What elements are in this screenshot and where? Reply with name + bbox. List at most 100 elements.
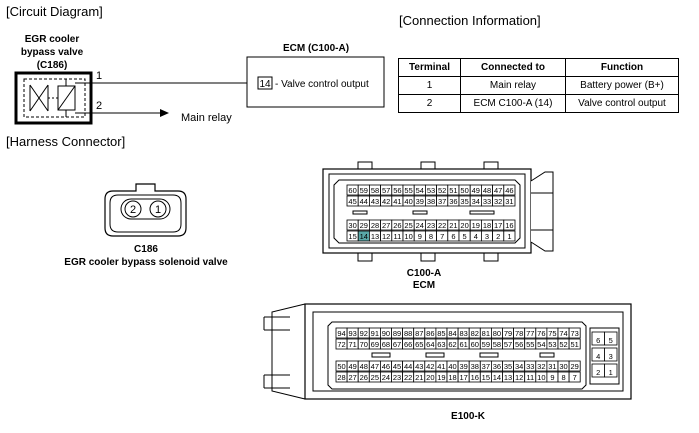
pin-number: 86 <box>426 329 434 338</box>
pin-number: 17 <box>459 373 467 382</box>
pin-number: 85 <box>437 329 445 338</box>
pin1-label: 1 <box>96 70 102 82</box>
pin-number: 80 <box>493 329 501 338</box>
pin-cell <box>568 360 581 372</box>
pin-number: 59 <box>482 340 490 349</box>
pin-number: 31 <box>505 197 513 206</box>
pin-number: 49 <box>348 362 356 371</box>
pin-number: 11 <box>394 232 402 241</box>
pin-number: 93 <box>348 329 356 338</box>
pin-number: 8 <box>429 232 433 241</box>
pin-number: 14 <box>493 373 501 382</box>
connection-table: Terminal Connected to Function 1 Main re… <box>398 58 679 113</box>
pin-number: 25 <box>371 373 379 382</box>
pin-number: 15 <box>482 373 490 382</box>
pin-number: 28 <box>371 221 379 230</box>
pin-cell <box>503 195 516 207</box>
table-row: 2 ECM C100-A (14) Valve control output <box>398 94 679 113</box>
egr-valve-title: EGR cooler bypass valve (C186) <box>21 34 84 71</box>
pin-number: 58 <box>493 340 501 349</box>
pin-number: 31 <box>548 362 556 371</box>
pin-number: 50 <box>460 186 468 195</box>
pin-number: 7 <box>440 232 444 241</box>
pin-number: 37 <box>482 362 490 371</box>
valve-title-line: bypass valve <box>21 47 84 58</box>
pin-number: 32 <box>494 197 502 206</box>
pin-number: 35 <box>460 197 468 206</box>
pin-number: 27 <box>348 373 356 382</box>
pin-number: 45 <box>348 197 356 206</box>
pin-number: 53 <box>427 186 435 195</box>
pin-number: 77 <box>526 329 534 338</box>
pin-number: 2 <box>496 232 500 241</box>
pin-number: 6 <box>596 336 600 345</box>
pin-number: 33 <box>526 362 534 371</box>
pin-number: 12 <box>382 232 390 241</box>
pin-cell <box>503 219 516 231</box>
pin-number: 16 <box>471 373 479 382</box>
pin-number: 3 <box>485 232 489 241</box>
pin-number: 38 <box>471 362 479 371</box>
table-cell: Valve control output <box>565 94 679 113</box>
pin-number: 58 <box>371 186 379 195</box>
pin-number: 30 <box>348 221 356 230</box>
pin-number: 61 <box>459 340 467 349</box>
pin-number: 9 <box>550 373 554 382</box>
pin-number: 1 <box>609 368 613 377</box>
c186-connector: 2 1 <box>104 183 187 237</box>
c186-pin: 2 <box>130 204 136 216</box>
pin-number: 49 <box>472 186 480 195</box>
pin-number: 18 <box>483 221 491 230</box>
pin-number: 75 <box>548 329 556 338</box>
pin-number: 53 <box>548 340 556 349</box>
pin-number: 33 <box>483 197 491 206</box>
pin-number: 40 <box>448 362 456 371</box>
pin-number: 23 <box>427 221 435 230</box>
pin-number: 43 <box>415 362 423 371</box>
pin-number: 46 <box>505 186 513 195</box>
pin-number: 25 <box>404 221 412 230</box>
pin-number: 54 <box>537 340 545 349</box>
pin-number: 78 <box>515 329 523 338</box>
pin-number: 26 <box>393 221 401 230</box>
pin-cell <box>568 338 581 350</box>
pin-number: 37 <box>438 197 446 206</box>
pin-number: 50 <box>337 362 345 371</box>
pin-number: 42 <box>382 197 390 206</box>
pin-number: 7 <box>573 373 577 382</box>
pin-number: 16 <box>505 221 513 230</box>
pin-number: 70 <box>360 340 368 349</box>
pin-number: 36 <box>449 197 457 206</box>
egr-valve-symbol <box>14 71 93 125</box>
pin-number: 22 <box>438 221 446 230</box>
pin-number: 74 <box>559 329 567 338</box>
valve-title-line: (C186) <box>37 60 68 71</box>
pin-number: 42 <box>426 362 434 371</box>
pin-number: 92 <box>360 329 368 338</box>
pin-cell <box>604 331 618 346</box>
pin-number: 27 <box>382 221 390 230</box>
pin-number: 94 <box>337 329 345 338</box>
pin-number: 64 <box>426 340 434 349</box>
pin-number: 5 <box>609 336 613 345</box>
ecm-pin-number: 14 <box>259 79 271 90</box>
pin-number: 32 <box>537 362 545 371</box>
pin-number: 34 <box>472 197 480 206</box>
main-relay-label: Main relay <box>181 112 232 124</box>
pin-number: 71 <box>348 340 356 349</box>
pin-number: 13 <box>371 232 379 241</box>
c100a-caption: ECM <box>413 280 435 291</box>
pin-number: 51 <box>449 186 457 195</box>
pin-number: 47 <box>494 186 502 195</box>
pin-number: 20 <box>426 373 434 382</box>
pin-number: 1 <box>507 232 511 241</box>
pin-number: 52 <box>559 340 567 349</box>
pin-number: 67 <box>393 340 401 349</box>
pin-number: 81 <box>482 329 490 338</box>
pin-number: 76 <box>537 329 545 338</box>
